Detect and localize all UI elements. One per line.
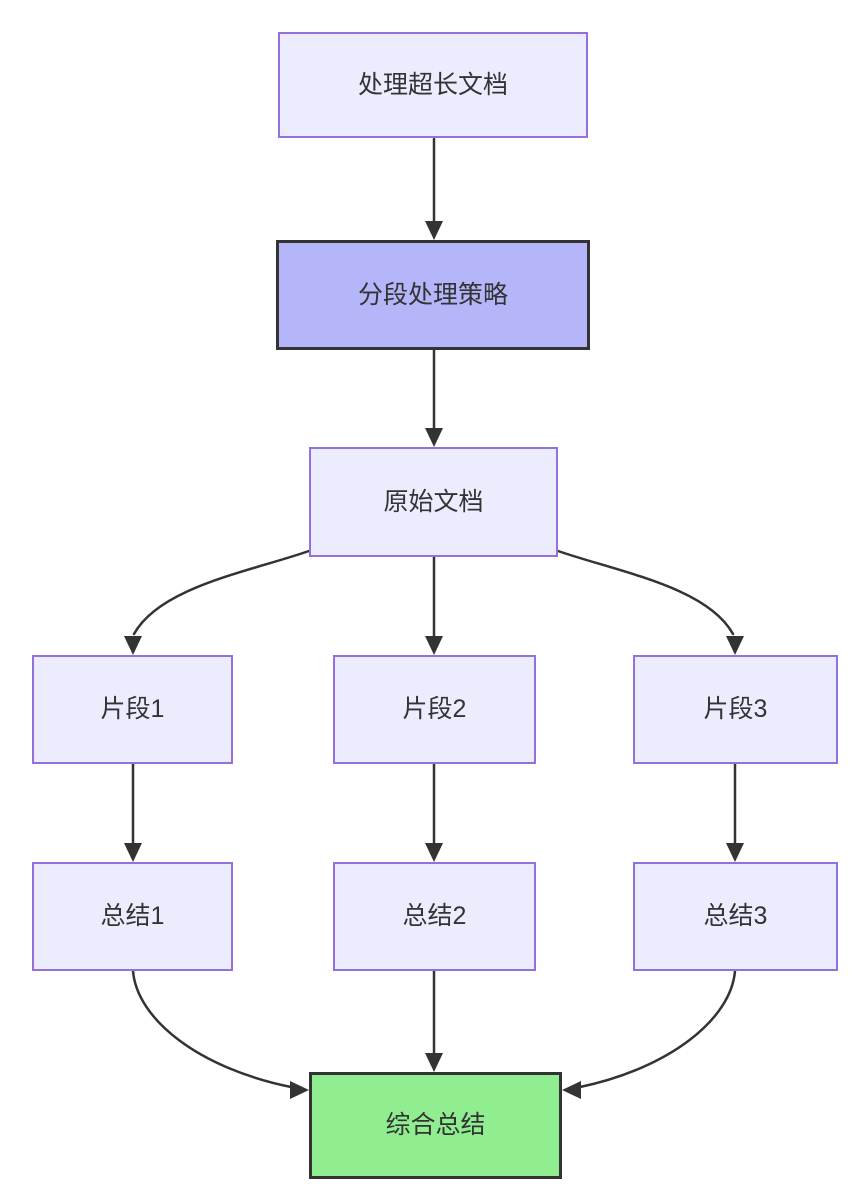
node-summary-1: 总结1: [32, 862, 233, 971]
edge-B-C: [425, 348, 443, 447]
node-fragment-3-label: 片段3: [703, 695, 768, 724]
arrowhead: [124, 843, 142, 862]
node-summary-3-label: 总结3: [703, 902, 768, 931]
edge-C-D1: [124, 549, 311, 655]
node-summary-2: 总结2: [333, 862, 536, 971]
node-final-summary: 综合总结: [309, 1072, 562, 1179]
edge-C-D2: [425, 555, 443, 655]
node-handle-long-doc-label: 处理超长文档: [357, 70, 508, 99]
edge-E1-F: [131, 969, 309, 1099]
node-summary-1-label: 总结1: [100, 902, 165, 931]
arrowhead: [124, 636, 142, 655]
arrowhead: [290, 1081, 309, 1099]
edge-C-D3: [556, 549, 744, 655]
node-segmentation-strategy: 分段处理策略: [276, 240, 590, 350]
node-handle-long-doc: 处理超长文档: [278, 32, 588, 138]
arrowhead: [425, 1053, 443, 1072]
edge-D3-E3: [726, 762, 744, 862]
node-original-document: 原始文档: [309, 447, 558, 557]
edge-D2-E2: [425, 762, 443, 862]
edge-D1-E1: [124, 762, 142, 862]
arrowhead: [562, 1081, 581, 1099]
node-summary-3: 总结3: [633, 862, 838, 971]
arrowhead: [425, 636, 443, 655]
edge-E2-F: [425, 969, 443, 1072]
node-fragment-2-label: 片段2: [402, 695, 467, 724]
edge-A-B: [425, 137, 443, 240]
node-final-summary-label: 综合总结: [385, 1111, 486, 1140]
node-fragment-1: 片段1: [32, 655, 233, 764]
arrowhead: [425, 843, 443, 862]
edge-E3-F: [562, 969, 737, 1099]
node-segmentation-strategy-label: 分段处理策略: [357, 280, 508, 309]
arrowhead: [425, 428, 443, 447]
node-original-document-label: 原始文档: [383, 487, 484, 516]
node-fragment-2: 片段2: [333, 655, 536, 764]
arrowhead: [425, 221, 443, 240]
node-fragment-3: 片段3: [633, 655, 838, 764]
arrowhead: [726, 843, 744, 862]
node-fragment-1-label: 片段1: [100, 695, 165, 724]
node-summary-2-label: 总结2: [402, 902, 467, 931]
arrowhead: [726, 636, 744, 655]
